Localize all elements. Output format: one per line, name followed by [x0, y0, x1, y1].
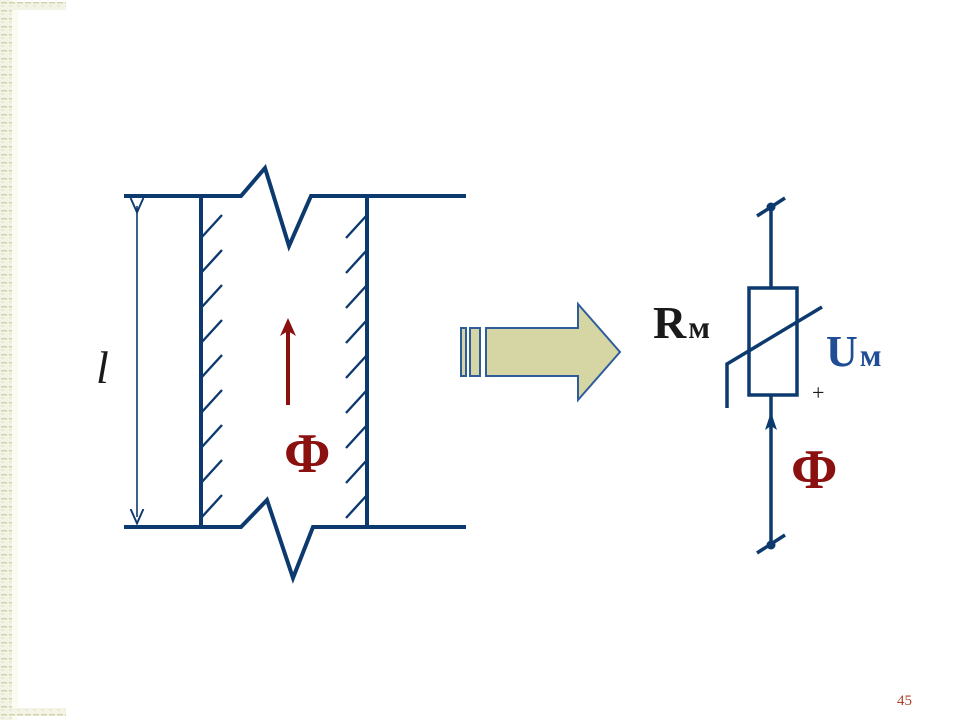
flux-label-right: Φ	[791, 439, 837, 501]
arrow-body	[485, 301, 622, 403]
resistance-label: Rм	[653, 297, 710, 348]
voltage-label-main: U	[826, 327, 858, 376]
polarity-label: +	[812, 380, 824, 405]
bottom-terminal-dot	[766, 540, 776, 550]
core-length-label: l	[96, 342, 109, 393]
resistance-label-sub: м	[688, 309, 710, 345]
flux-label-left: Φ	[284, 423, 330, 485]
nonlinearity-slash	[725, 305, 823, 408]
voltage-label-sub: м	[860, 337, 882, 373]
magnetic-resistance-symbol: Rм Uм + Φ	[653, 196, 882, 555]
arrow-tail-bar-1	[460, 327, 467, 377]
flux-arrow-left	[280, 318, 296, 405]
voltage-label: Uм	[826, 327, 882, 376]
flux-arrowhead-right	[765, 412, 777, 430]
arrow-tail-bar-2	[469, 327, 481, 377]
core-segment: l Φ	[96, 163, 466, 584]
page-number: 45	[897, 693, 912, 709]
core-top-edge	[124, 163, 466, 252]
core-bottom-edge	[124, 496, 466, 584]
left-wall-hatching	[200, 214, 223, 519]
equivalence-arrow	[460, 301, 622, 403]
resistance-label-main: R	[653, 297, 687, 348]
side-strip-decoration	[0, 0, 66, 720]
right-wall-hatching	[345, 214, 368, 519]
resistor-body	[747, 286, 799, 397]
